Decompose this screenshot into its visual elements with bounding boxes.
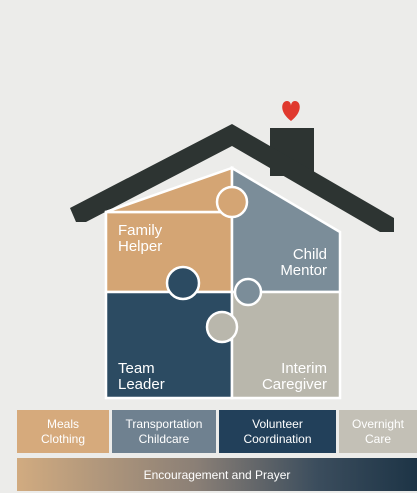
service-box-volunteer-coordination: Volunteer Coordination	[219, 410, 336, 453]
service-box-line: Volunteer	[252, 416, 303, 431]
family-helper-label-line2: Helper	[118, 238, 162, 255]
service-box-line: Transportation	[125, 416, 203, 431]
service-box-line: Clothing	[40, 431, 86, 446]
child-mentor-label-line1: Child	[293, 246, 327, 263]
foundation-label: Encouragement and Prayer	[143, 467, 291, 482]
interim-caregiver-label-line2: Caregiver	[262, 376, 327, 393]
child-mentor-label-line2: Mentor	[280, 262, 327, 279]
team-leader-label-line2: Leader	[118, 376, 165, 393]
team-leader-label-line1: Team	[118, 360, 155, 377]
service-box-line: Overnight	[351, 416, 405, 431]
service-box-line: Coordination	[243, 431, 312, 446]
puzzle-knob-family-helper	[215, 185, 249, 219]
service-box-line: Childcare	[138, 431, 190, 446]
service-box-transportation-childcare: Transportation Childcare	[112, 410, 216, 453]
heart-icon	[282, 101, 300, 121]
foundation-bar: Encouragement and Prayer	[17, 458, 417, 491]
puzzle-knob-team-leader	[165, 265, 201, 301]
service-box-overnight-care: Overnight Care	[339, 410, 417, 453]
roof	[70, 124, 394, 232]
family-helper-label-line1: Family	[118, 222, 163, 239]
service-box-line: Care	[364, 431, 391, 446]
puzzle-knob-interim-caregiver	[205, 310, 239, 344]
service-box-line: Meals	[46, 416, 79, 431]
service-box-meals-clothing: Meals Clothing	[17, 410, 109, 453]
puzzle-knob-child-mentor	[233, 277, 263, 307]
interim-caregiver-label-line1: Interim	[281, 360, 327, 377]
